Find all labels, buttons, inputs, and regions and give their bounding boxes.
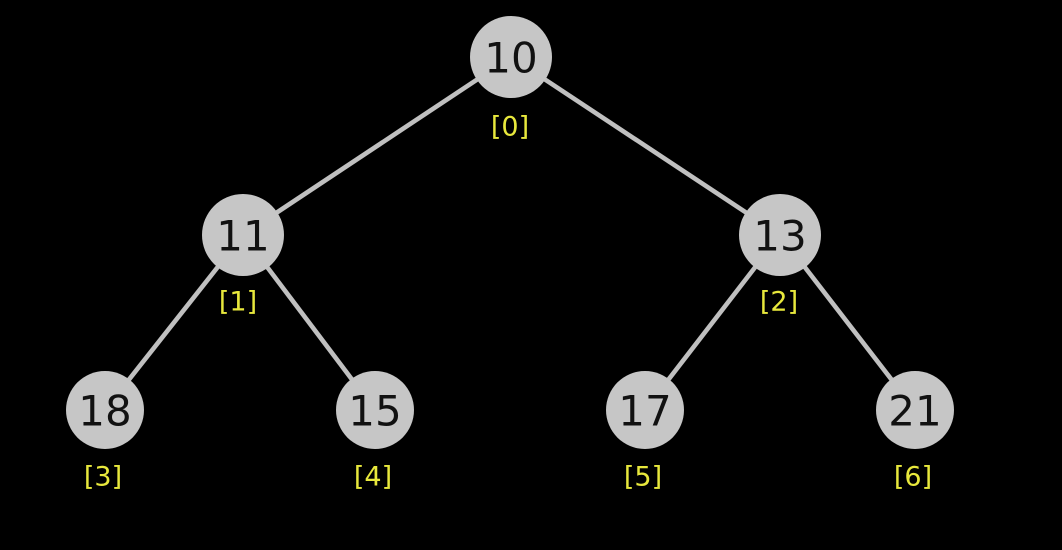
- tree-nodes-group: 10 11 13 18 15 17 21: [66, 16, 954, 449]
- tree-node-index-label: [0]: [491, 112, 529, 143]
- tree-node-circle[interactable]: [470, 16, 552, 98]
- tree-node-value: 18: [78, 387, 131, 436]
- tree-node[interactable]: 15: [336, 371, 414, 449]
- tree-node-value: 17: [618, 387, 671, 436]
- tree-node-index-label: [6]: [894, 462, 932, 493]
- tree-node-value: 13: [753, 212, 806, 261]
- tree-node[interactable]: 10: [470, 16, 552, 98]
- tree-edge: [241, 55, 513, 237]
- tree-node-index-label: [4]: [354, 462, 392, 493]
- tree-index-labels-group: [0] [1] [2] [3] [4] [5] [6]: [84, 112, 932, 493]
- tree-node-value: 10: [484, 34, 537, 83]
- tree-node[interactable]: 17: [606, 371, 684, 449]
- tree-node-index-label: [2]: [760, 287, 798, 318]
- tree-node-circle[interactable]: [66, 371, 144, 449]
- tree-node-circle[interactable]: [876, 371, 954, 449]
- tree-node-value: 21: [888, 387, 941, 436]
- tree-node[interactable]: 21: [876, 371, 954, 449]
- tree-node-index-label: [3]: [84, 462, 122, 493]
- tree-node-circle[interactable]: [606, 371, 684, 449]
- tree-node[interactable]: 11: [202, 194, 284, 276]
- tree-node-index-label: [1]: [219, 287, 257, 318]
- tree-node-index-label: [5]: [624, 462, 662, 493]
- tree-node[interactable]: 18: [66, 371, 144, 449]
- tree-node[interactable]: 13: [739, 194, 821, 276]
- tree-node-value: 15: [348, 387, 401, 436]
- tree-edge: [509, 55, 782, 237]
- tree-node-circle[interactable]: [202, 194, 284, 276]
- tree-node-circle[interactable]: [739, 194, 821, 276]
- tree-node-value: 11: [216, 212, 269, 261]
- tree-node-circle[interactable]: [336, 371, 414, 449]
